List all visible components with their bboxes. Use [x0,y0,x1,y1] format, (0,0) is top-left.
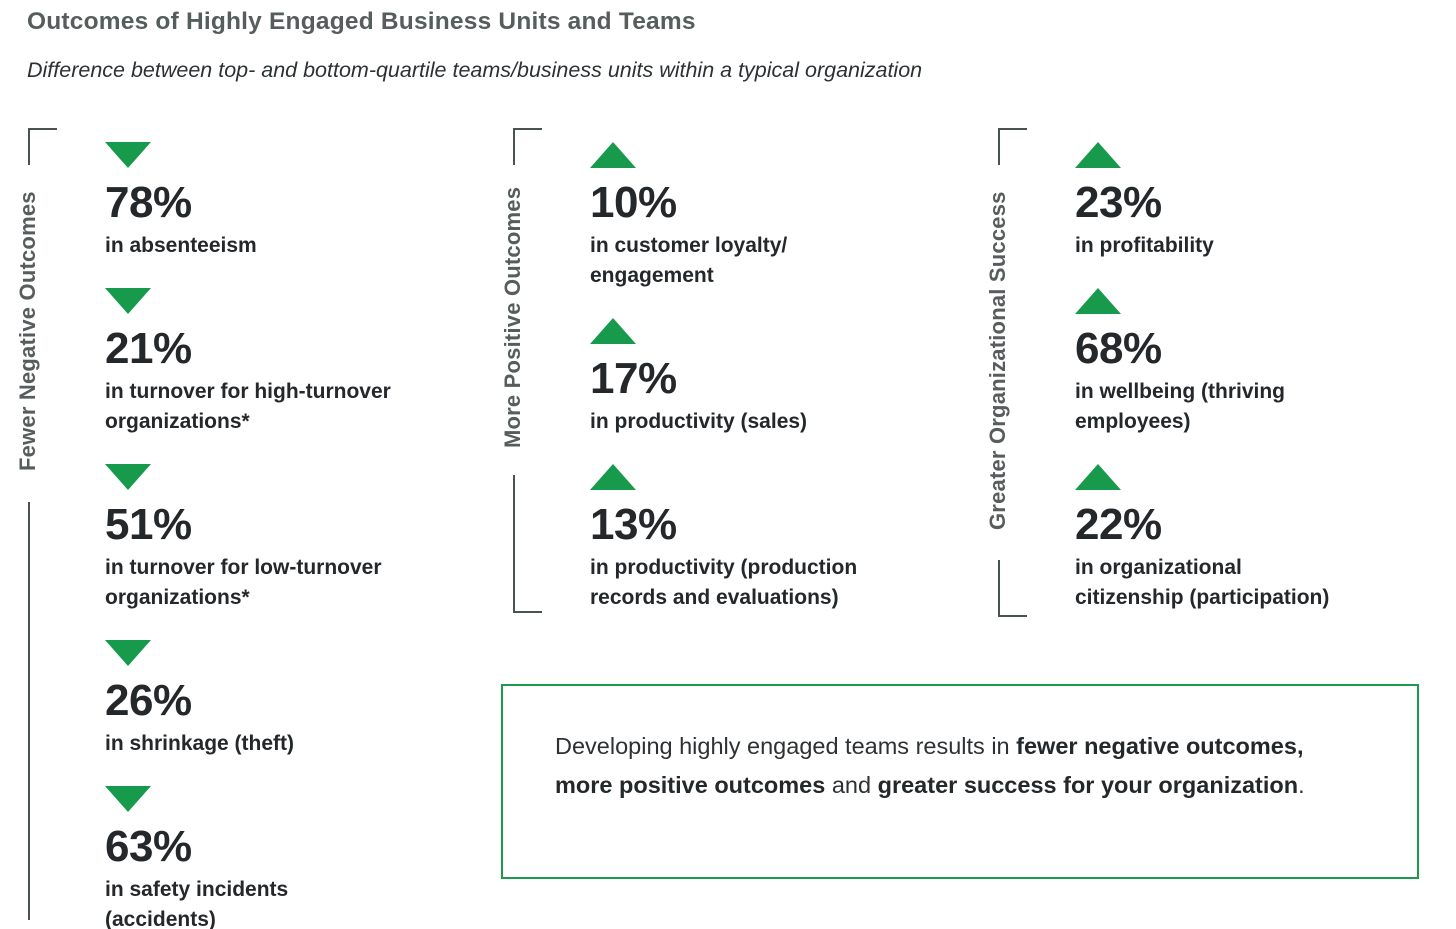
bracket-top-corner [513,128,542,165]
outcome-metric: in shrinkage (theft) [105,732,295,755]
group-label-fewer-negative-outcomes: Fewer Negative Outcomes [15,191,40,471]
page-title: Outcomes of Highly Engaged Business Unit… [27,8,696,35]
outcome-value: 78% [105,178,192,227]
outcome-value: 21% [105,324,192,373]
summary-bold-segment: greater success for your organization [877,772,1299,798]
summary-callout: Developing highly engaged teams results … [501,684,1419,879]
outcome-metric: in productivity (production records and … [590,556,858,609]
group-label-more-positive-outcomes: More Positive Outcomes [500,186,525,448]
increase-triangle-icon [1075,464,1121,490]
outcome-metric: in organizational citizenship (participa… [1075,556,1330,609]
outcome-entry: 23% in profitability [1075,142,1456,261]
outcome-entry: 68% in wellbeing (thriving employees) [1075,288,1456,437]
outcome-entry: 17% in productivity (sales) [590,318,980,437]
bracket-top-corner [998,128,1027,165]
outcome-value: 22% [1075,500,1162,549]
bracket-bottom-line [513,475,542,613]
outcome-entry: 26% in shrinkage (theft) [105,640,495,759]
outcome-entry: 22% in organizational citizenship (parti… [1075,464,1456,613]
increase-triangle-icon [1075,142,1121,168]
outcome-metric: in productivity (sales) [590,410,808,433]
bracket-bottom-line [28,502,30,920]
summary-text: Developing highly engaged teams results … [555,727,1325,805]
outcome-group: Fewer Negative Outcomes 78% in absenteei… [15,0,498,929]
outcome-value: 23% [1075,178,1162,227]
summary-bold-segment: fewer negative outcomes, more positive o… [555,733,1304,798]
outcome-entry: 21% in turnover for high-turnover organi… [105,288,495,437]
outcome-group: More Positive Outcomes 10% in customer l… [500,0,983,929]
outcome-value: 10% [590,178,677,227]
outcome-metric: in customer loyalty/ engagement [590,234,788,287]
outcome-value: 51% [105,500,192,549]
outcome-value: 17% [590,354,677,403]
group-entries: 78% in absenteeism 21% in turnover for h… [105,142,495,929]
outcome-metric: in turnover for low-turnover organizatio… [105,556,382,609]
outcome-metric: in profitability [1075,234,1214,257]
summary-segment: and [825,772,878,798]
outcome-entry: 78% in absenteeism [105,142,495,261]
bracket-bottom-line [998,560,1027,617]
group-label-greater-organizational-success: Greater Organizational Success [985,191,1010,531]
decrease-triangle-icon [105,640,151,666]
outcome-metric: in absenteeism [105,234,257,257]
outcome-entry: 63% in safety incidents (accidents) [105,786,495,929]
decrease-triangle-icon [105,464,151,490]
outcome-entry: 51% in turnover for low-turnover organiz… [105,464,495,613]
outcome-group: Greater Organizational Success 23% in pr… [985,0,1456,929]
outcome-value: 26% [105,676,192,725]
outcome-metric: in turnover for high-turnover organizati… [105,380,391,433]
outcome-value: 13% [590,500,677,549]
increase-triangle-icon [590,318,636,344]
group-entries: 10% in customer loyalty/ engagement 17% … [590,142,980,640]
outcome-value: 63% [105,822,192,871]
page-subtitle: Difference between top- and bottom-quart… [27,58,923,82]
outcome-value: 68% [1075,324,1162,373]
outcome-metric: in wellbeing (thriving employees) [1075,380,1285,433]
summary-segment: . [1298,772,1305,798]
outcome-entry: 10% in customer loyalty/ engagement [590,142,980,291]
bracket-top-corner [28,128,57,165]
outcome-metric: in safety incidents (accidents) [105,878,289,929]
increase-triangle-icon [1075,288,1121,314]
summary-segment: Developing highly engaged teams results … [555,733,1017,759]
decrease-triangle-icon [105,288,151,314]
outcome-entry: 13% in productivity (production records … [590,464,980,613]
increase-triangle-icon [590,464,636,490]
increase-triangle-icon [590,142,636,168]
group-entries: 23% in profitability 68% in wellbeing (t… [1075,142,1456,640]
decrease-triangle-icon [105,786,151,812]
decrease-triangle-icon [105,142,151,168]
